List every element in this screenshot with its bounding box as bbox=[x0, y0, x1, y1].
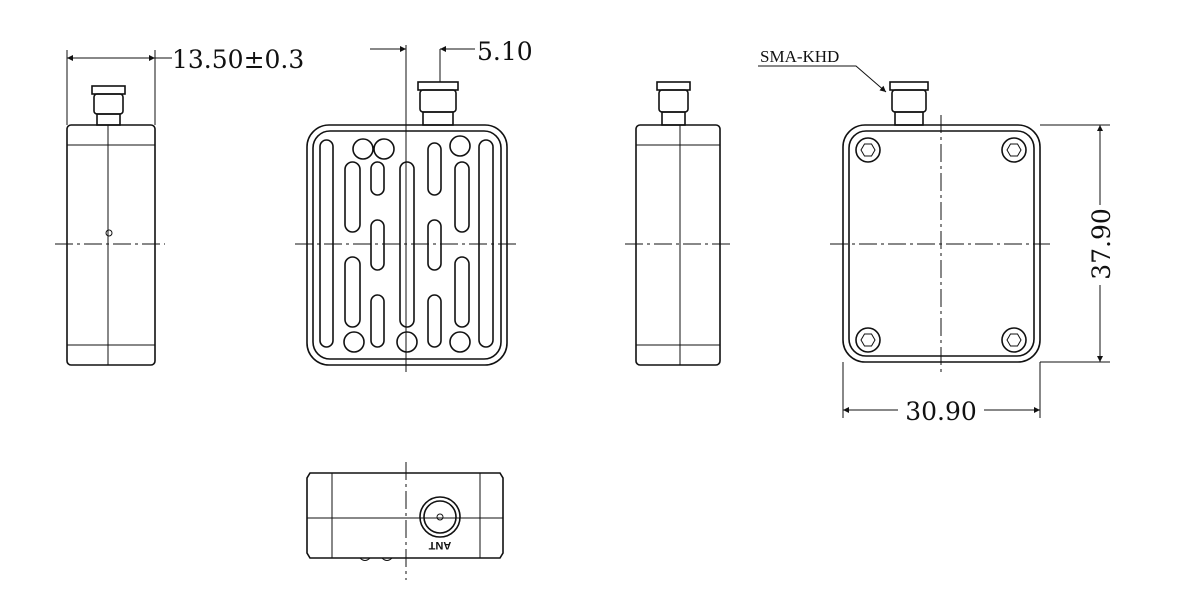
front-view-vents: 5.10 bbox=[295, 37, 533, 372]
side-view-right bbox=[625, 81, 730, 366]
antenna-port-label: ANT bbox=[428, 539, 451, 551]
width-dimension: 30.90 bbox=[905, 397, 977, 426]
top-view-antenna: ANT bbox=[306, 462, 504, 580]
side-view-left: 13.50±0.3 bbox=[55, 45, 304, 366]
screw-icons bbox=[855, 137, 1027, 353]
thickness-dimension: 13.50±0.3 bbox=[172, 45, 304, 74]
height-dimension: 37.90 bbox=[1087, 208, 1116, 280]
connector-offset-dimension: 5.10 bbox=[477, 37, 533, 66]
back-view: 37.90 30.90 SMA-KHD bbox=[758, 47, 1116, 426]
connector-type-label: SMA-KHD bbox=[760, 47, 839, 66]
